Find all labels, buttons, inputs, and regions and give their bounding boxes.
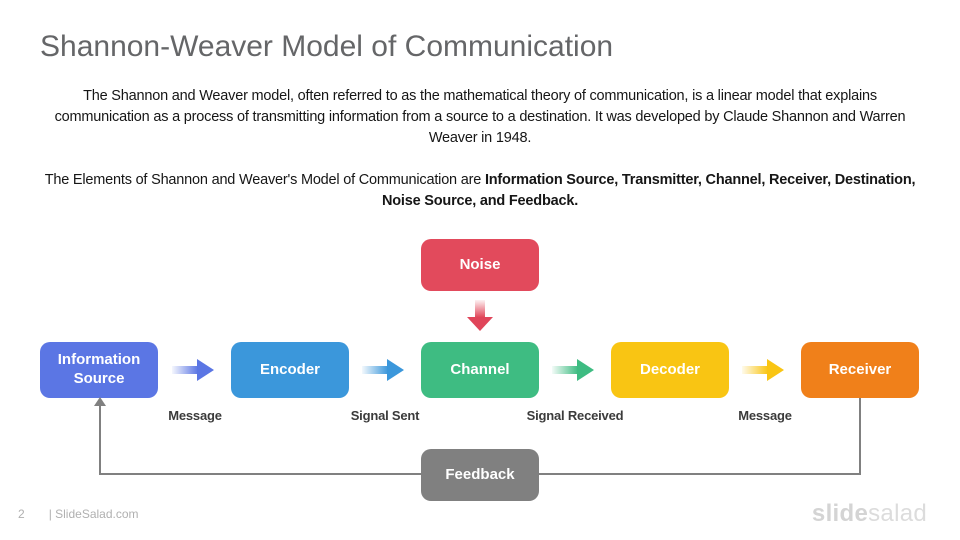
footer: 2 | SlideSalad.com <box>18 507 139 521</box>
noise-arrow-down-icon <box>467 300 493 331</box>
intro-paragraph: The Shannon and Weaver model, often refe… <box>54 88 906 146</box>
flow-arrow-stem <box>552 366 578 374</box>
feedback-box: Feedback <box>421 449 539 501</box>
edge-label-signal-sent: Signal Sent <box>350 408 420 423</box>
node-decoder: Decoder <box>611 342 729 398</box>
flow-arrow-right-icon <box>742 359 784 381</box>
flow-arrow-right-icon <box>172 359 214 381</box>
elements-list: Information Source, Transmitter, Channel… <box>381 172 916 209</box>
edge-label-signal-received: Signal Received <box>526 408 624 423</box>
flow-arrow-head <box>387 359 404 381</box>
flow-arrow-stem <box>362 366 388 374</box>
footer-site-text: | SlideSalad.com <box>48 507 139 521</box>
flow-arrow-right-icon <box>552 359 594 381</box>
node-information-source: Information Source <box>40 342 158 398</box>
flow-arrow-right-icon <box>362 359 404 381</box>
logo-slide-text: slide <box>811 500 869 527</box>
page-number: 2 <box>18 507 25 521</box>
flow-arrow-head <box>767 359 784 381</box>
elements-paragraph: The Elements of Shannon and Weaver's Mod… <box>40 170 920 212</box>
noise-box: Noise <box>421 239 539 291</box>
noise-arrow-stem <box>475 300 485 317</box>
edge-label-message-2: Message <box>738 408 792 423</box>
node-channel: Channel <box>421 342 539 398</box>
elements-prefix: The Elements of Shannon and Weaver's Mod… <box>44 172 485 188</box>
noise-arrow-head <box>467 317 493 331</box>
flow-arrow-stem <box>172 366 198 374</box>
flow-arrow-head <box>577 359 594 381</box>
logo-salad-text: salad <box>868 500 927 527</box>
page-title: Shannon-Weaver Model of Communication <box>40 30 614 63</box>
flow-arrow-head <box>197 359 214 381</box>
node-encoder: Encoder <box>231 342 349 398</box>
feedback-line-right <box>859 398 861 474</box>
edge-label-message-1: Message <box>168 408 222 423</box>
feedback-arrowhead-up-icon <box>94 397 106 406</box>
slidesalad-logo: slidesalad <box>812 500 927 528</box>
feedback-line-left <box>99 404 101 474</box>
flow-arrow-stem <box>742 366 768 374</box>
node-receiver: Receiver <box>801 342 919 398</box>
